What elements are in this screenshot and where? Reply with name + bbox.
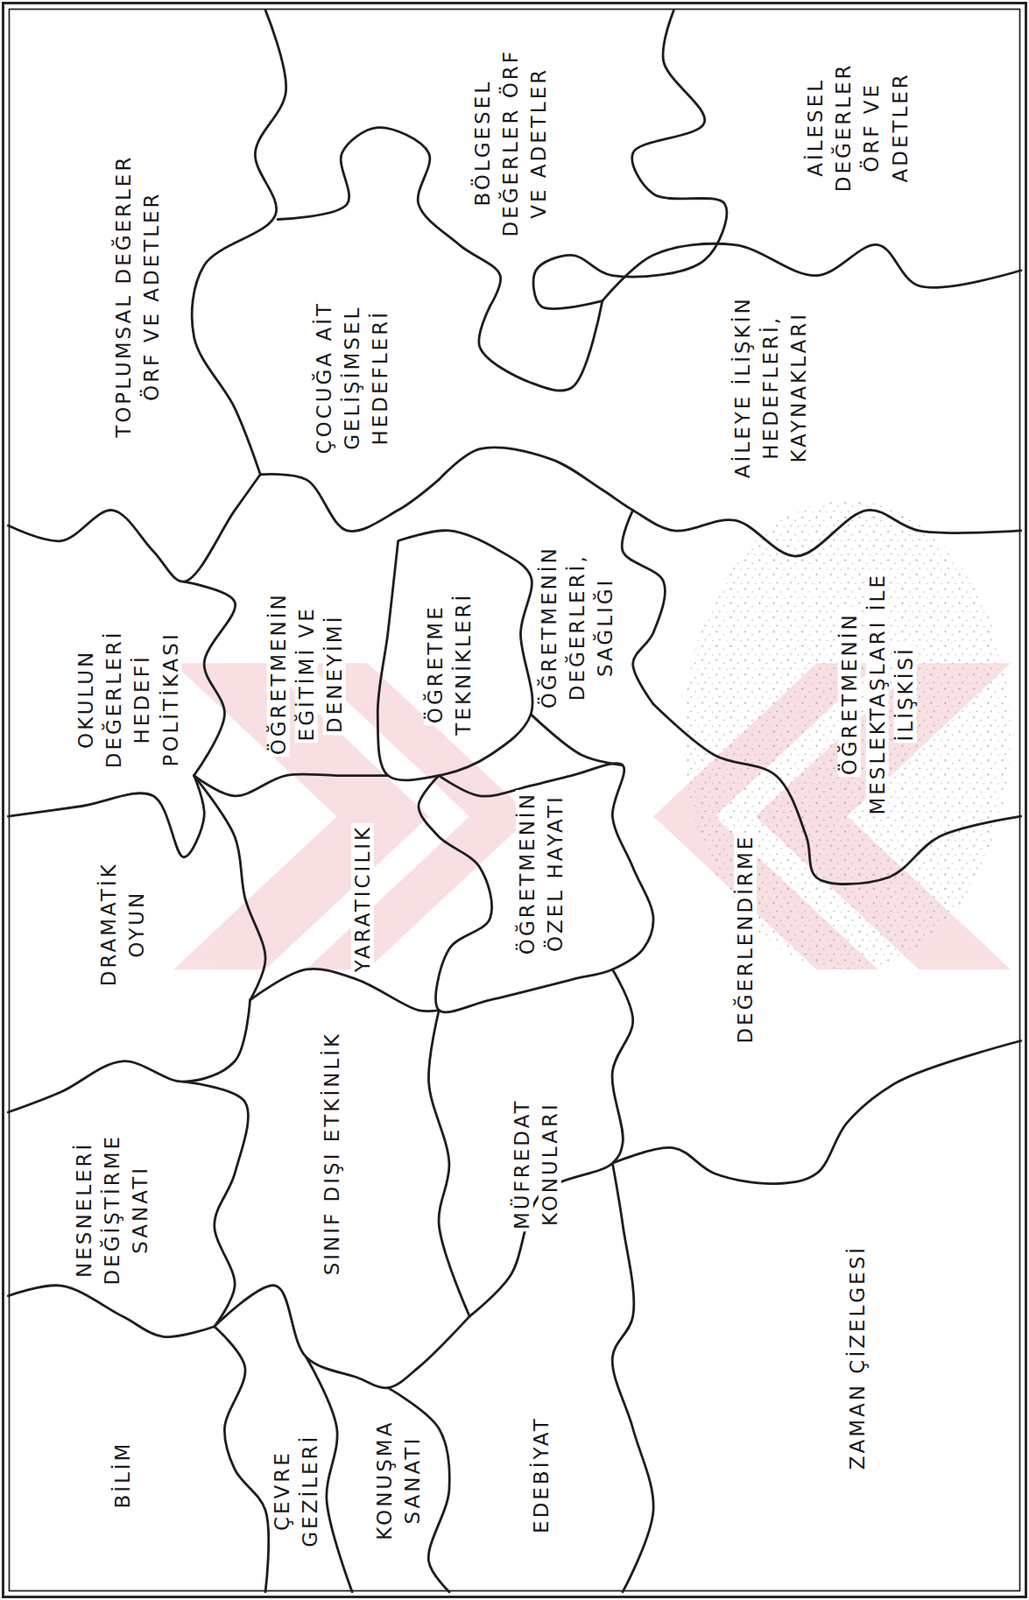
puzzle-piece: BÖLGESEL DEĞERLER ÖRF VE ADETLER	[468, 28, 554, 257]
piece-label: OKULUN DEĞERLERİ HEDEFİ POLİTİKASI	[73, 628, 182, 771]
puzzle-piece: TOPLUMSAL DEĞERLER ÖRF VE ADETLER	[109, 125, 166, 467]
piece-edge	[479, 301, 603, 391]
puzzle-piece: ÖĞRETMENİN DEĞERLERİ, SAĞLIĞI	[534, 527, 620, 729]
piece-edge	[7, 775, 205, 858]
puzzle-piece: DRAMATİK OYUN	[94, 836, 151, 1012]
piece-edge	[193, 774, 388, 797]
puzzle-piece: EDEBİYAT	[527, 1378, 556, 1572]
puzzle-piece: DEĞERLENDİRME	[731, 799, 760, 1080]
piece-edge	[183, 581, 236, 776]
puzzle-piece: ÇOCUĞA AİT GELİŞİMSEL HEDEFLERİ	[310, 276, 395, 479]
piece-edge	[260, 473, 439, 531]
piece-label: ZAMAN ÇİZELGESİ	[845, 1243, 869, 1472]
puzzle-piece: KONUŞMA SANATI	[369, 1405, 426, 1555]
piece-edge	[602, 243, 1022, 301]
puzzle-piece: AİLEYE İLİŞKİN HEDEFLERİ, KAYNAKLARI	[728, 287, 814, 489]
puzzle-piece: ÖĞRETMENİN EĞİTİMİ VE DENEYİMİ	[263, 572, 349, 775]
piece-edge	[530, 714, 623, 766]
piece-edge	[277, 127, 501, 307]
piece-boundaries	[7, 10, 1021, 1593]
piece-edge	[469, 969, 634, 1317]
puzzle-piece: MÜFREDAT KONULARI	[507, 1076, 564, 1252]
piece-edge	[7, 474, 261, 582]
puzzle-piece: AİLESEL DEĞERLER ÖRF VE ADETLER	[801, 44, 915, 212]
piece-edge	[418, 763, 654, 1013]
puzzle-piece: ÖĞRETME TEKNİKLERİ	[421, 563, 478, 765]
piece-label: ÖĞRETMENİN MESLEKTAŞLARI İLE İLİŞKİSİ	[838, 570, 917, 818]
piece-label: EDEBİYAT	[529, 1415, 553, 1537]
puzzle-piece: NESNELERİ DEĞİŞTİRME SANATI	[70, 1108, 156, 1311]
piece-label: ÖĞRETME TEKNİKLERİ	[423, 590, 475, 737]
piece-edge	[7, 1000, 250, 1113]
puzzle-piece: YARATICILIK	[348, 767, 377, 1030]
piece-label: BÖLGESEL DEĞERLER ÖRF VE ADETLER	[471, 47, 550, 240]
puzzle-piece: ZAMAN ÇİZELGESİ	[843, 1191, 872, 1524]
piece-label: DEĞERLENDİRME	[733, 832, 757, 1046]
piece-label: ÖĞRETMENİN EĞİTİMİ VE DENEYİMİ	[266, 590, 346, 757]
piece-label: ÖĞRETMENİN ÖZEL HAYATI	[515, 789, 567, 957]
piece-edge	[438, 447, 1021, 557]
piece-label: SINIF DIŞI ETKİNLİK	[320, 1029, 344, 1277]
piece-label: YARATICILIK	[351, 823, 374, 974]
piece-label: DRAMATİK OYUN	[97, 859, 149, 988]
piece-edge	[612, 1162, 654, 1592]
piece-edge	[214, 1285, 470, 1389]
piece-edge	[377, 530, 533, 781]
puzzle-piece: BİLİM	[108, 1387, 137, 1563]
piece-label: AİLEYE İLİŞKİN HEDEFLERİ, KAYNAKLARI	[731, 295, 811, 481]
piece-label: MÜFREDAT KONULARI	[510, 1096, 562, 1232]
puzzle-piece: ÇEVRE GEZİLERİ	[267, 1411, 325, 1570]
puzzle-piece: SINIF DIŞI ETKİNLİK	[317, 969, 346, 1338]
piece-label: TOPLUMSAL DEĞERLER ÖRF VE ADETLER	[112, 153, 163, 440]
piece-edge	[533, 10, 727, 310]
piece-edge	[7, 1285, 214, 1338]
puzzle-piece: ÖĞRETMENİN MESLEKTAŞLARI İLE İLİŞKİSİ	[835, 566, 921, 821]
puzzle-piece: ÖĞRETMENİN ÖZEL HAYATI	[513, 763, 570, 983]
piece-label: KONUŞMA SANATI	[372, 1418, 423, 1543]
piece-label: NESNELERİ DEĞİŞTİRME SANATI	[72, 1132, 152, 1288]
piece-label: AİLESEL DEĞERLER ÖRF VE ADETLER	[803, 61, 912, 195]
piece-label: ÇOCUĞA AİT GELİŞİMSEL HEDEFLERİ	[312, 299, 392, 457]
piece-edge	[193, 775, 266, 1001]
piece-edge	[612, 1040, 1021, 1184]
puzzle-piece: OKULUN DEĞERLERİ HEDEFİ POLİTİKASI	[70, 598, 184, 800]
piece-edge	[428, 1010, 470, 1318]
piece-edge	[214, 1326, 269, 1593]
piece-label: ÇEVRE GEZİLERİ	[270, 1432, 322, 1550]
piece-edge	[191, 10, 286, 475]
piece-label: ÖĞRETMENİN DEĞERLERİ, SAĞLIĞI	[536, 544, 616, 712]
piece-edge	[250, 968, 440, 1011]
piece-label: BİLİM	[111, 1439, 134, 1511]
piece-edge	[621, 510, 665, 705]
piece-edge	[183, 1081, 249, 1327]
